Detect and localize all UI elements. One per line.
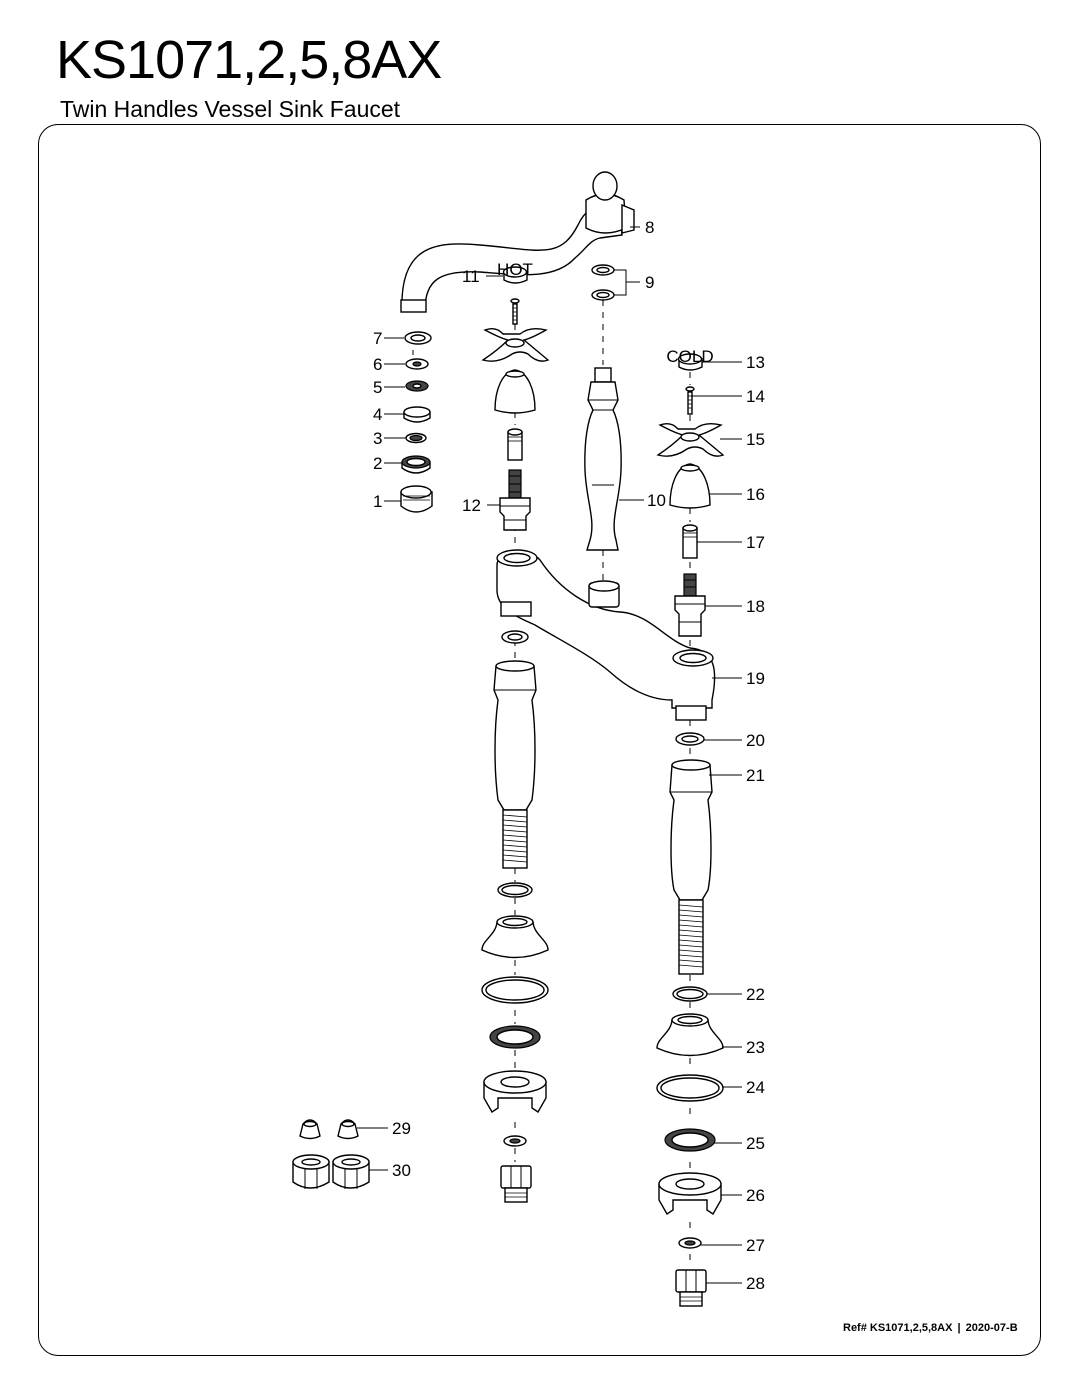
part-9-o-rings (591, 264, 615, 301)
part-27-small-washer (678, 1237, 702, 1249)
part-3-mesh (405, 432, 427, 444)
left-shank (493, 660, 537, 869)
hot-cap-label: HOT (497, 260, 533, 279)
part-10-spout-tube (584, 367, 622, 551)
callout-12: 12 (462, 496, 481, 515)
part-23-escutcheon (656, 1013, 724, 1057)
cold-cap-label: COLD (666, 347, 713, 366)
part-22-o-ring (672, 986, 708, 1002)
callout-3: 3 (373, 429, 382, 448)
callout-29: 29 (392, 1119, 411, 1138)
part-30-compression-nuts (292, 1154, 370, 1189)
callout-18: 18 (746, 597, 765, 616)
right-shank-threads (678, 904, 704, 968)
part-25-rubber-washer (664, 1128, 716, 1152)
part-5-screen (405, 380, 429, 392)
callout-25: 25 (746, 1134, 765, 1153)
callout-17: 17 (746, 533, 765, 552)
revision-date-code: 2020-07-B (965, 1322, 1018, 1334)
callout-2: 2 (373, 454, 382, 473)
callout-14: 14 (746, 387, 765, 406)
reference-footer: Ref# KS1071,2,5,8AX | 2020-07-B (843, 1322, 1018, 1334)
callout-5: 5 (373, 378, 382, 397)
part-6-washer (405, 358, 429, 370)
reference-number: Ref# KS1071,2,5,8AX (843, 1322, 953, 1334)
part-11-hot-index-cap: HOT (497, 260, 533, 284)
left-handle-screw (510, 298, 520, 325)
callout-24: 24 (746, 1078, 765, 1097)
left-shank-threads (502, 814, 528, 863)
callout-21: 21 (746, 766, 765, 785)
part-2-insert (401, 455, 431, 474)
part-20-washer (675, 732, 705, 746)
callout-20: 20 (746, 731, 765, 750)
part-28-coupling (675, 1269, 707, 1307)
part-19-bridge-body (496, 549, 716, 721)
left-mounting-nut (483, 1070, 547, 1113)
part-26-mounting-nut (658, 1172, 722, 1215)
callout-7: 7 (373, 329, 382, 348)
callout-19: 19 (746, 669, 765, 688)
part-18-cold-cartridge (674, 573, 706, 637)
callout-4: 4 (373, 405, 382, 424)
left-o-ring (497, 882, 533, 898)
callout-26: 26 (746, 1186, 765, 1205)
callout-22: 22 (746, 985, 765, 1004)
left-cross-handle (481, 327, 550, 362)
callout-11: 11 (462, 267, 480, 286)
left-coupling (500, 1165, 532, 1203)
callout-6: 6 (373, 355, 382, 374)
part-21-shank (669, 759, 713, 975)
part-12-hot-cartridge (499, 469, 531, 531)
callout-16: 16 (746, 485, 765, 504)
callout-8: 8 (645, 218, 654, 237)
left-washer-upper (501, 630, 529, 644)
callout-27: 27 (746, 1236, 765, 1255)
diagram-frame (38, 124, 1041, 1356)
callout-1: 1 (373, 492, 382, 511)
part-15-cross-handle (656, 422, 725, 457)
part-13-cold-index-cap: COLD (666, 347, 714, 371)
assembly-axis-lines (412, 300, 691, 1266)
left-rubber-washer (489, 1025, 541, 1049)
callout-10: 10 (647, 491, 666, 510)
part-24-gasket-ring (656, 1074, 724, 1102)
left-handle-bonnet (494, 369, 536, 414)
callout-30: 30 (392, 1161, 411, 1180)
part-14-handle-screw (685, 386, 695, 415)
callout-15: 15 (746, 430, 765, 449)
callout-9: 9 (645, 273, 654, 292)
left-gasket-ring (481, 976, 549, 1004)
part-1-aerator-housing (400, 485, 433, 513)
part-17-adapter (682, 524, 698, 559)
left-adapter (507, 428, 523, 461)
left-small-washer (503, 1135, 527, 1147)
part-29-ferrules (299, 1119, 359, 1140)
callout-labels: 7 6 5 4 3 2 1 8 9 11 12 13 14 15 16 17 1… (373, 218, 765, 1293)
part-7-washer (404, 331, 432, 345)
page-subtitle: Twin Handles Vessel Sink Faucet (60, 96, 401, 122)
callout-13: 13 (746, 353, 765, 372)
part-8-spout (400, 171, 635, 313)
leader-lines (357, 226, 742, 1284)
callout-28: 28 (746, 1274, 765, 1293)
reference-separator: | (957, 1322, 961, 1334)
part-4-ring (403, 406, 431, 423)
left-escutcheon (481, 915, 549, 959)
part-16-bonnet (669, 463, 711, 509)
callout-23: 23 (746, 1038, 765, 1057)
page-title: KS1071,2,5,8AX (56, 30, 442, 90)
